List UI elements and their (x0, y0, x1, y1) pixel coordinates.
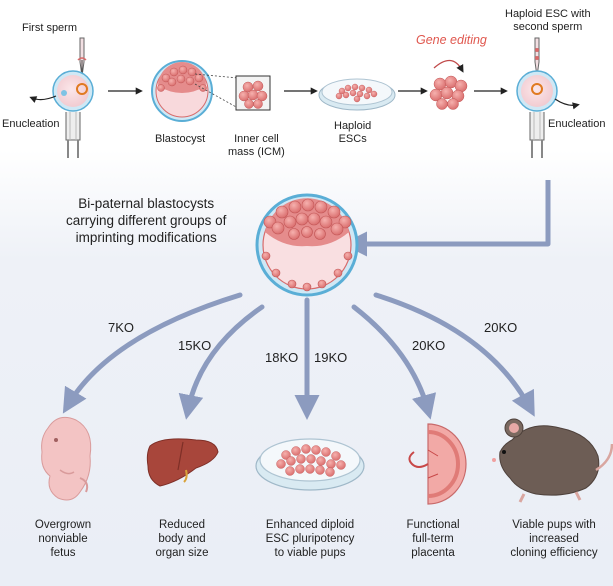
ko-label-7ko: 7KO (108, 320, 135, 335)
haploid-escs-line-1: Haploid (334, 120, 372, 132)
enucleation-right-label: Enucleation (548, 118, 606, 130)
outcome-placenta-line-2: full-term (412, 533, 454, 545)
icm-line-1: Inner cell (234, 133, 279, 145)
outcome-pups-line-1: Viable pups with (512, 519, 596, 531)
pipette-icon (534, 37, 540, 77)
haploid-esc-second-sperm-line-1: Haploid ESC with (505, 8, 591, 20)
blastocyst-icon (255, 193, 359, 297)
outcome-reduced-line-2: body and (158, 533, 206, 545)
outcome-label-placenta: Functional full-term placenta (398, 518, 468, 560)
outcome-pups-line-2: increased (529, 533, 579, 545)
ko-label-20ko-pups: 20KO (484, 320, 518, 335)
placenta-icon (408, 423, 467, 505)
outcome-pups-line-3: cloning efficiency (510, 547, 598, 559)
first-sperm-label: First sperm (22, 22, 77, 34)
holding-pipette-icon (65, 112, 81, 158)
bi-paternal-line-3: imprinting modifications (75, 230, 217, 245)
haploid-esc-second-sperm-line-2: second sperm (513, 21, 583, 33)
bi-paternal-label: Bi-paternal blastocysts carrying differe… (66, 195, 226, 246)
outcome-reduced-line-1: Reduced (158, 519, 206, 531)
outcome-placenta-line-3: placenta (411, 547, 455, 559)
blastocyst-label: Blastocyst (155, 133, 206, 145)
ko-label-19ko: 19KO (314, 350, 348, 365)
fetus-icon (41, 416, 92, 501)
gene-editing-label: Gene editing (416, 33, 487, 47)
haploid-escs-label: Haploid ESCs (334, 120, 371, 146)
petri-dish-icon (255, 438, 365, 491)
pipette-icon (77, 37, 87, 77)
holding-pipette-icon (529, 112, 545, 158)
petri-dish-icon (318, 78, 396, 111)
bi-paternal-line-1: Bi-paternal blastocysts (78, 196, 215, 211)
outcome-fetus-line-3: fetus (50, 547, 76, 559)
oocyte-icon (516, 70, 558, 112)
liver-icon (146, 438, 219, 487)
left-injection-group (29, 37, 94, 158)
outcome-enhanced-line-1: Enhanced diploid (265, 519, 355, 531)
outcome-arrows (62, 292, 535, 420)
ko-label-18ko: 18KO (265, 350, 299, 365)
oocyte-icon (52, 70, 94, 112)
mouse-icon (492, 418, 613, 503)
ko-label-20ko-placenta: 20KO (412, 338, 446, 353)
outcome-fetus-line-2: nonviable (38, 533, 88, 545)
edited-cell-cluster-icon (429, 59, 468, 110)
bi-paternal-line-2: carrying different groups of (66, 213, 227, 228)
outcome-label-pups: Viable pups with increased cloning effic… (498, 518, 610, 560)
outcome-label-enhanced: Enhanced diploid ESC pluripotency to via… (254, 518, 366, 560)
haploid-escs-line-2: ESCs (338, 133, 367, 145)
enucleation-left-label: Enucleation (2, 118, 60, 130)
haploid-esc-second-sperm-label: Haploid ESC with second sperm (505, 8, 591, 34)
icm-cluster-icon (235, 75, 271, 111)
outcome-reduced-line-3: organ size (155, 547, 209, 559)
outcome-label-fetus: Overgrown nonviable fetus (28, 518, 98, 560)
blastocyst-icon (151, 60, 239, 122)
right-injection-group (516, 37, 580, 158)
outcome-enhanced-line-3: to viable pups (274, 547, 346, 559)
outcome-placenta-line-1: Functional (406, 519, 460, 531)
outcome-fetus-line-1: Overgrown (34, 519, 92, 531)
icm-line-2: mass (ICM) (228, 146, 285, 158)
outcome-label-reduced: Reduced body and organ size (146, 518, 218, 560)
outcome-enhanced-line-2: ESC pluripotency (265, 533, 355, 545)
ko-label-15ko: 15KO (178, 338, 212, 353)
icm-label: Inner cell mass (ICM) (228, 133, 285, 159)
